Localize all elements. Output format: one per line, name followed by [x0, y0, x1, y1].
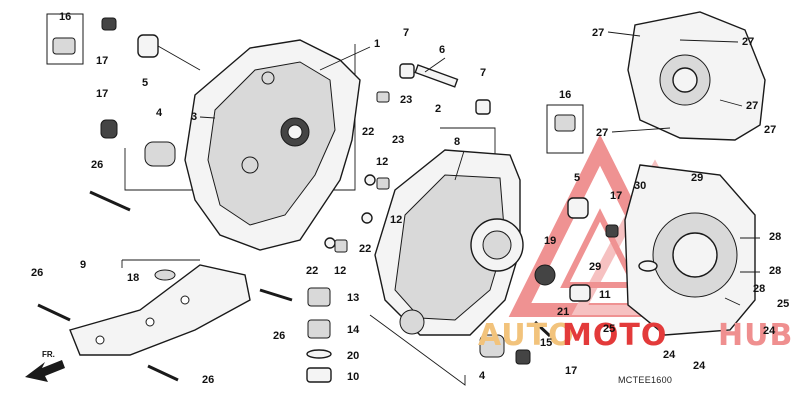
callout-23: 23 — [400, 94, 413, 106]
watermark-word-b: MOTO — [562, 318, 668, 353]
callout-22: 22 — [362, 126, 375, 138]
callout-17: 17 — [96, 88, 109, 100]
callout-16: 16 — [559, 89, 572, 101]
watermark-word-c: HUB — [718, 318, 794, 353]
right-crankcase — [374, 149, 524, 336]
callout-18: 18 — [127, 272, 140, 284]
callout-29: 29 — [691, 172, 704, 184]
callout-17: 17 — [565, 365, 578, 377]
callout-12: 12 — [376, 156, 389, 168]
callout-13: 13 — [347, 292, 360, 304]
callout-1: 1 — [374, 38, 381, 50]
callout-11: 11 — [599, 289, 611, 301]
front-direction-arrow — [25, 360, 65, 382]
callout-25: 25 — [603, 323, 616, 335]
callout-6: 6 — [439, 44, 446, 56]
watermark-word-a: AUTO — [478, 318, 575, 353]
callout-30: 30 — [634, 180, 647, 192]
callout-27: 27 — [764, 124, 777, 136]
callout-22: 22 — [306, 265, 319, 277]
callout-9: 9 — [80, 259, 87, 271]
callout-4: 4 — [156, 107, 163, 119]
callout-28: 28 — [769, 231, 782, 243]
callout-25: 25 — [777, 298, 790, 310]
callout-3: 3 — [191, 111, 198, 123]
callout-27: 27 — [742, 36, 755, 48]
callout-24: 24 — [693, 360, 706, 372]
callout-19: 19 — [544, 235, 557, 247]
left-crankcase — [184, 39, 361, 251]
callout-27: 27 — [746, 100, 759, 112]
callout-14: 14 — [347, 324, 360, 336]
callout-28: 28 — [753, 283, 766, 295]
front-direction-label: FR. — [42, 350, 55, 359]
callout-26: 26 — [91, 159, 104, 171]
callout-23: 23 — [392, 134, 405, 146]
callout-29: 29 — [589, 261, 602, 273]
callout-5: 5 — [142, 77, 149, 89]
callout-12: 12 — [390, 214, 403, 226]
callout-22: 22 — [359, 243, 372, 255]
callout-28: 28 — [769, 265, 782, 277]
callout-15: 15 — [540, 337, 553, 349]
callout-7: 7 — [403, 27, 410, 39]
callout-17: 17 — [96, 55, 109, 67]
leader-lines — [121, 31, 760, 306]
side-cover — [624, 164, 756, 336]
callout-26: 26 — [31, 267, 44, 279]
callout-26: 26 — [202, 374, 215, 386]
callout-5: 5 — [574, 172, 581, 184]
diagram-code: MCTEE1600 — [618, 375, 673, 385]
callout-7: 7 — [480, 67, 487, 79]
callout-21: 21 — [557, 306, 570, 318]
callout-26: 26 — [273, 330, 286, 342]
callout-10: 10 — [347, 371, 360, 383]
callout-8: 8 — [454, 136, 461, 148]
callout-24: 24 — [763, 325, 776, 337]
callout-24: 24 — [663, 349, 676, 361]
callout-27: 27 — [592, 27, 605, 39]
callout-2: 2 — [435, 103, 442, 115]
callout-17: 17 — [610, 190, 623, 202]
callout-20: 20 — [347, 350, 360, 362]
crankcase-cover — [627, 11, 766, 141]
callout-16: 16 — [59, 11, 72, 23]
callout-27: 27 — [596, 127, 609, 139]
callout-4: 4 — [479, 370, 486, 382]
mounting-bracket — [69, 264, 251, 356]
callout-12: 12 — [334, 265, 347, 277]
small-parts — [37, 17, 658, 383]
